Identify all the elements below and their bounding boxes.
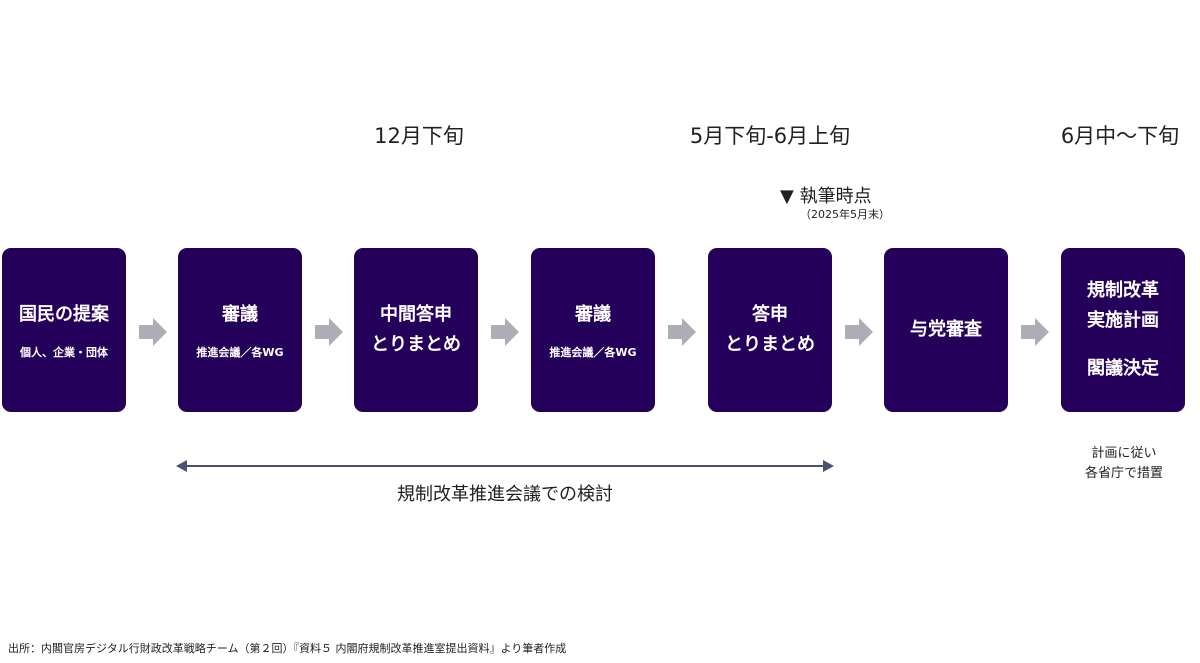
step-title-line3: 閣議決定	[1087, 358, 1159, 379]
step-box-deliberation-1: 審議 推進会議／各WG	[178, 248, 302, 412]
arrow-right-icon	[1021, 318, 1049, 346]
step-box-deliberation-2: 審議 推進会議／各WG	[531, 248, 655, 412]
step-title-line1: 答申	[752, 304, 788, 325]
step-subtitle: 推進会議／各WG	[549, 346, 637, 359]
arrow-right-icon	[315, 318, 343, 346]
step-box-public-proposal: 国民の提案 個人、企業・団体	[2, 248, 126, 412]
step-title: 与党審査	[910, 319, 982, 340]
note-line1: 計画に従い	[1091, 446, 1157, 461]
step-subtitle: 個人、企業・団体	[20, 346, 108, 359]
source-citation: 出所：内閣官房デジタル行財政改革戦略チーム（第２回）『資料５ 内閣府規制改革推進…	[8, 642, 567, 655]
note-line2: 各省庁で措置	[1084, 466, 1164, 481]
writing-time-marker: ▼ 執筆時点	[780, 186, 872, 207]
step-title-line2: とりまとめ	[725, 334, 815, 355]
date-label-december: 12月下旬	[374, 124, 464, 148]
arrow-right-icon	[139, 318, 167, 346]
range-label: 規制改革推進会議での検討	[397, 484, 613, 505]
step-title: 審議	[222, 304, 258, 325]
step-box-interim-report: 中間答申 とりまとめ	[354, 248, 478, 412]
arrow-right-icon	[491, 318, 519, 346]
step-box-cabinet-decision: 規制改革 実施計画 閣議決定	[1061, 248, 1185, 412]
double-arrow-range-icon	[176, 460, 834, 472]
step-title-line1: 中間答申	[380, 304, 452, 325]
step-title: 審議	[575, 304, 611, 325]
arrow-right-icon	[845, 318, 873, 346]
date-label-may-june: 5月下旬-6月上旬	[689, 124, 851, 148]
step-box-final-report: 答申 とりまとめ	[708, 248, 832, 412]
step-title-line1: 規制改革	[1087, 280, 1159, 301]
step-subtitle: 推進会議／各WG	[196, 346, 284, 359]
step-title: 国民の提案	[19, 304, 109, 325]
date-label-june: 6月中〜下旬	[1060, 124, 1180, 148]
implementation-note: 計画に従い 各省庁で措置	[1085, 444, 1163, 484]
step-title-line2: 実施計画	[1087, 310, 1159, 331]
step-title-line2: とりまとめ	[371, 334, 461, 355]
writing-time-date: （2025年5月末）	[800, 208, 890, 221]
arrow-right-icon	[668, 318, 696, 346]
step-box-ruling-party-review: 与党審査	[884, 248, 1008, 412]
